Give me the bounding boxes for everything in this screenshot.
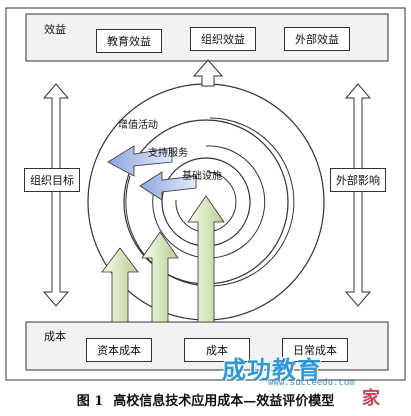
green-arrow-capital	[101, 247, 139, 323]
external-benefit-box: 外部效益	[284, 27, 350, 51]
green-arrow-operating	[141, 231, 179, 323]
capital-cost-box: 资本成本	[86, 338, 152, 362]
organization-benefit-box: 组织效益	[190, 27, 256, 51]
blue-arrow-upper	[107, 145, 173, 177]
cycle-arc-middle	[152, 145, 266, 259]
green-arrow-daily	[187, 195, 225, 323]
external-influence-box: 外部影响	[330, 168, 386, 192]
daily-cost-box: 日常成本	[282, 338, 348, 362]
ring-label-infrastructure: 基础设施	[182, 171, 222, 182]
left-double-arrow	[42, 83, 70, 307]
cycle-arc-inner	[175, 171, 237, 233]
figure-caption: 图 1 高校信息技术应用成本—效益评价模型	[0, 388, 411, 410]
benefit-panel-label: 效益	[44, 23, 66, 36]
organization-goal-box: 组织目标	[24, 168, 80, 192]
right-double-arrow	[344, 83, 372, 307]
figure-number: 图 1	[76, 393, 104, 409]
cycle-arc-outer	[125, 117, 295, 287]
ring-label-support: 支持服务	[148, 148, 188, 159]
cost-panel-label: 成本	[44, 330, 66, 343]
ring-label-value-added: 增值活动	[118, 120, 158, 131]
operating-cost-box: 成本	[184, 338, 250, 362]
benefit-up-arrow	[192, 59, 224, 87]
figure-title: 高校信息技术应用成本—效益评价模型	[113, 393, 335, 409]
education-benefit-box: 教育效益	[96, 29, 162, 53]
blue-arrow-lower	[139, 171, 197, 201]
